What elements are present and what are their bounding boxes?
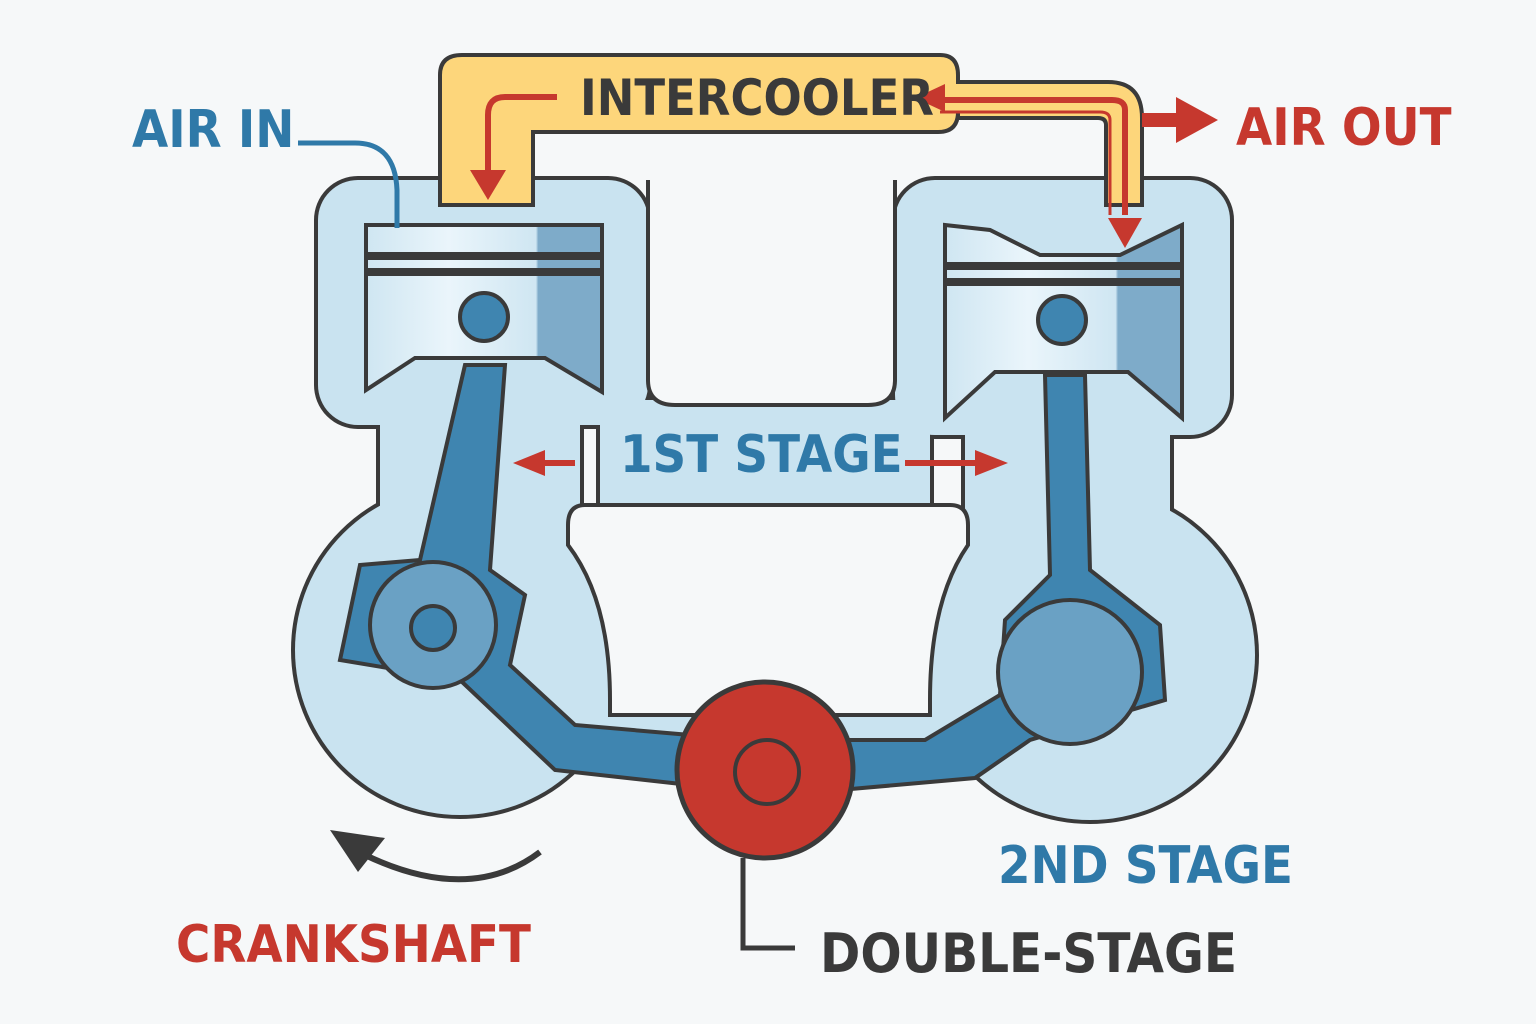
air-in-line	[298, 140, 400, 228]
arrow-down-icon	[1108, 218, 1142, 248]
double-stage-label: DOUBLE-STAGE	[820, 922, 1237, 985]
rotation-arrow	[363, 849, 542, 883]
first-stage-label: 1ST STAGE	[620, 425, 903, 485]
arrow-left-icon	[513, 450, 545, 476]
arrow-down-icon	[470, 170, 506, 200]
piston-pin	[1036, 294, 1088, 346]
rotation-arrowhead-icon	[330, 830, 385, 872]
flow-arrows	[485, 94, 1180, 466]
air-out-label: AIR OUT	[1236, 98, 1452, 158]
arrow-right-icon	[975, 450, 1008, 476]
double-stage-leader	[740, 858, 795, 951]
first-crank-pin	[409, 604, 457, 652]
air-in-label: AIR IN	[132, 100, 294, 160]
crankshaft-label: CRANKSHAFT	[176, 915, 531, 975]
arrow-right-icon	[1176, 97, 1218, 143]
upper-gap	[646, 180, 897, 407]
intercooler-label: INTERCOOLER	[580, 69, 934, 127]
first-stage-piston	[364, 223, 604, 396]
second-stage-piston	[943, 221, 1184, 423]
second-stage-label: 2ND STAGE	[998, 836, 1293, 896]
inner-opening	[566, 503, 970, 717]
piston-pin	[458, 291, 510, 343]
intercooler-pipe	[438, 53, 1144, 207]
arrow-left-icon	[915, 84, 945, 112]
arrowheads	[470, 84, 1218, 476]
second-crank-disc	[996, 598, 1144, 746]
crankshaft-center	[733, 738, 801, 806]
